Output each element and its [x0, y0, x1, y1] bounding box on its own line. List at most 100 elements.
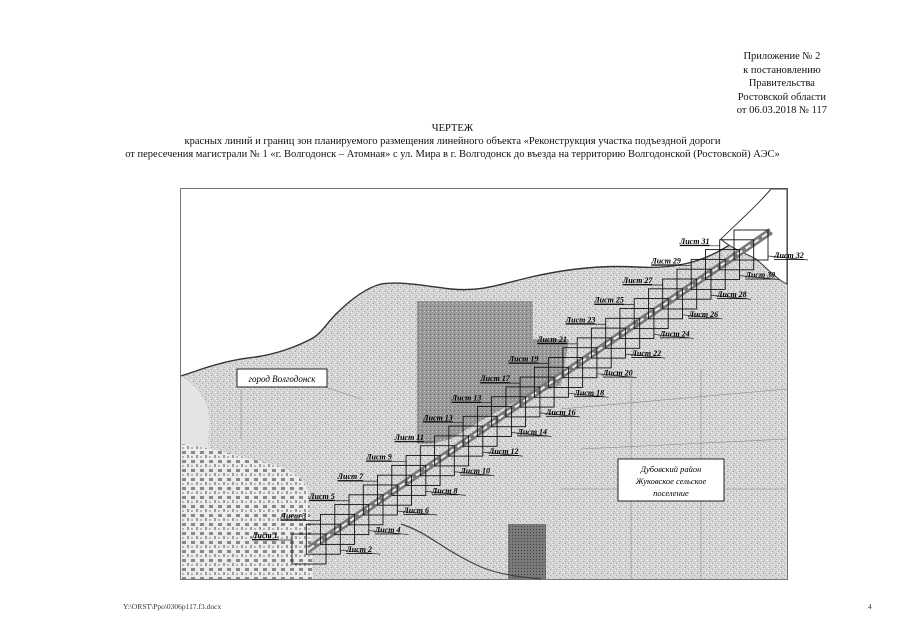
sheet-label: Лист 9 — [365, 453, 392, 462]
footer-file-path: Y:\ORST\Ppo\0306p117.f3.docx — [123, 602, 222, 611]
sheet-frame — [391, 464, 427, 496]
district-label-box — [617, 458, 725, 502]
sheet-frame — [633, 298, 669, 330]
sheet-frame — [362, 484, 398, 516]
sheet-label: Лист 17 — [479, 374, 511, 383]
sheet-leader-line — [539, 412, 580, 418]
sheet-frame — [462, 415, 498, 447]
sheet-label: Лист 23 — [565, 315, 596, 324]
sheet-label: Лист 6 — [402, 506, 429, 515]
sheet-label: Лист 7 — [337, 472, 365, 481]
sheet-leader-line — [568, 392, 609, 398]
sheet-label: Лист 8 — [431, 486, 458, 495]
sheet-leader-line — [767, 255, 809, 261]
sheet-leader-line — [482, 451, 523, 457]
sheet-frame — [690, 258, 726, 290]
sheet-label: Лист 13 — [451, 394, 482, 403]
appendix-line: Правительства — [748, 78, 815, 89]
appendix-line: к постановлению — [743, 64, 821, 76]
footer-page-number: 4 — [868, 602, 872, 611]
sheet-frame — [377, 474, 412, 506]
appendix-line: от 06.03.2018 № 117 — [736, 105, 827, 116]
sheet-label: Лист 12 — [488, 447, 519, 456]
sheet-frame — [605, 317, 641, 349]
sheet-frame — [505, 386, 541, 418]
reservoir-water — [181, 189, 781, 376]
sheet-frame — [648, 288, 683, 320]
sheet-label: Лист 21 — [536, 335, 567, 344]
sheet-leader-line — [596, 373, 637, 379]
sheet-label: Лист 22 — [630, 349, 661, 358]
sheet-leader-line — [511, 432, 552, 437]
sheet-label: Лист 27 — [622, 276, 654, 285]
sheet-label: Лист 1 — [251, 531, 278, 540]
sheet-frame — [291, 533, 327, 565]
sheet-frame — [491, 396, 527, 428]
district-label-line: Жуковское сельское — [635, 476, 707, 486]
sheet-label: Лист 24 — [659, 329, 690, 338]
sheet-frame — [576, 337, 612, 369]
title-line: от пересечения магистрали № 1 «г. Волгод… — [125, 149, 780, 160]
sheet-frame — [434, 435, 470, 467]
appendix-block: Приложение № 2 к постановлению Правитель… — [737, 50, 827, 118]
title-heading: ЧЕРТЕЖ — [431, 123, 474, 134]
district-label-line: поселение — [653, 488, 689, 498]
sheet-frame — [676, 268, 712, 300]
sheet-leader-line — [425, 491, 466, 496]
sheet-frame — [419, 445, 455, 477]
sheet-label: Лист 31 — [679, 237, 710, 246]
appendix-line: Ростовской области — [737, 91, 826, 103]
urban-area — [181, 444, 313, 579]
sheet-frame — [519, 376, 555, 408]
document-title: ЧЕРТЕЖ красных линий и границ зон планир… — [0, 122, 905, 161]
sheet-frame — [476, 406, 512, 437]
sheet-leader-line — [682, 314, 723, 320]
sheet-label: Лист 18 — [573, 388, 604, 397]
sheet-frame — [619, 308, 655, 339]
sheet-label: Лист 13 — [422, 413, 453, 422]
sheet-leader-line — [368, 530, 409, 535]
city-label-box — [236, 368, 328, 388]
sheet-frame — [719, 239, 755, 271]
sheet-frame — [705, 249, 740, 281]
sheet-frame — [305, 523, 341, 555]
sheet-label: Лист 25 — [593, 296, 624, 305]
sheet-frame — [590, 327, 626, 359]
forest-block — [417, 301, 569, 444]
sheet-frame — [320, 513, 355, 545]
title-line: красных линий и границ зон планируемого … — [184, 136, 721, 147]
sheet-leader-line — [710, 294, 752, 300]
sheet-label: Лист 26 — [687, 310, 718, 319]
sheet-leader-line — [625, 353, 666, 359]
sheet-label: Лист 30 — [744, 271, 775, 280]
sheet-leader-line — [653, 334, 694, 339]
sheet-label: Лист 28 — [716, 290, 747, 299]
sheet-frame — [533, 366, 569, 398]
winding-road — [400, 523, 542, 580]
sheet-frame — [662, 278, 698, 310]
sheet-frame — [548, 357, 584, 388]
sheet-label: Лист 19 — [508, 354, 539, 363]
district-label-line: Дубовский район — [640, 464, 702, 474]
sheet-label: Лист 16 — [545, 408, 576, 417]
sheet-frames — [291, 229, 769, 565]
sheet-frame — [334, 504, 370, 536]
sheet-label: Лист 32 — [773, 251, 804, 260]
dark-field — [508, 524, 546, 579]
sheet-label: Лист 5 — [308, 492, 335, 501]
sheet-label: Лист 10 — [459, 467, 490, 476]
sheet-frame — [562, 347, 598, 379]
sheet-frame — [448, 425, 484, 457]
sheet-label: Лист 20 — [602, 369, 633, 378]
sheet-leader-line — [397, 510, 438, 516]
sheet-frame — [733, 229, 769, 261]
city-label: город Волгодонск — [248, 374, 316, 384]
sheet-frame — [405, 455, 441, 486]
sheet-label: Лист 4 — [374, 526, 401, 535]
sheet-frame — [348, 494, 384, 526]
sheet-label: Лист 14 — [516, 428, 547, 437]
sheet-leader-line — [340, 549, 381, 555]
